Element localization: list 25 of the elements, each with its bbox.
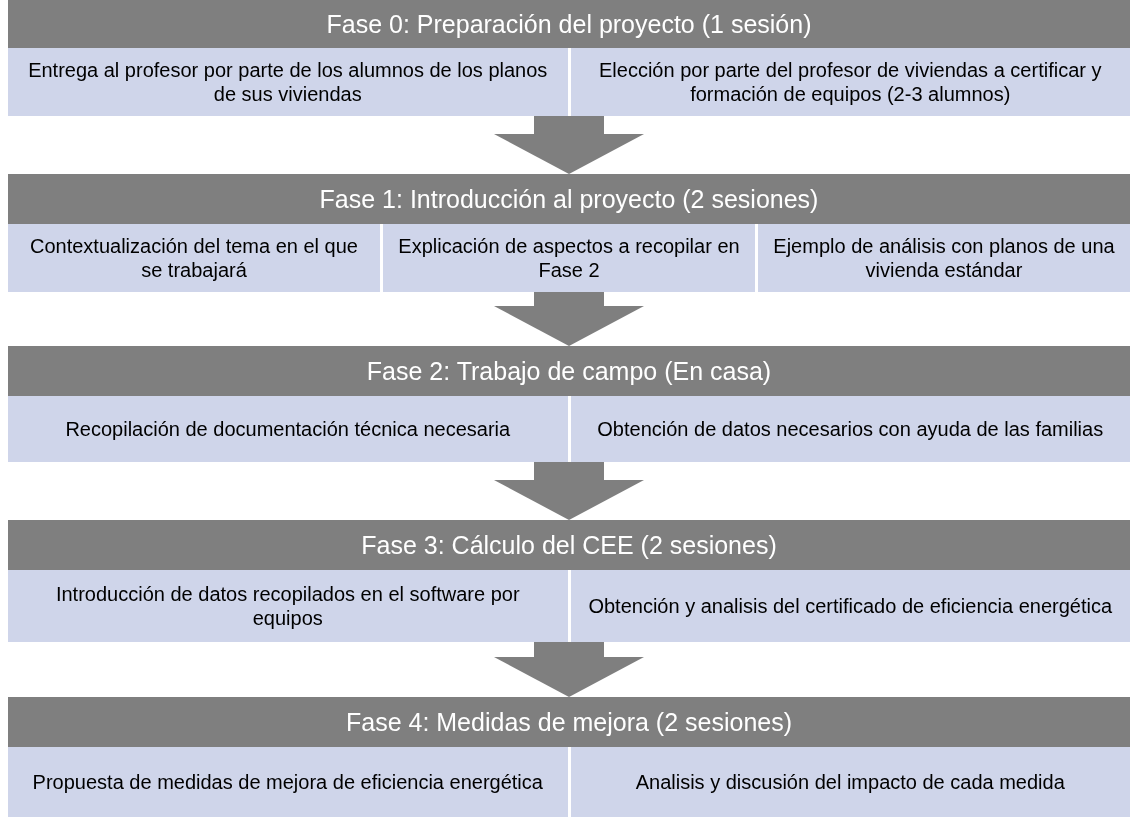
task-box: Explicación de aspectos a recopilar en Fase 2	[380, 224, 755, 292]
task-box: Elección por parte del profesor de viviendas a certificar y formación de equipos (2-3 alumnos)	[567, 48, 1130, 116]
phase-panel	[8, 697, 1130, 817]
task-box: Obtención y analisis del certificado de eficiencia energética	[567, 570, 1130, 642]
task-box: Contextualización del tema en el que se trabajará	[8, 224, 380, 292]
phase-panel	[8, 0, 1130, 116]
block-arrow	[494, 462, 644, 520]
task-box: Propuesta de medidas de mejora de eficiencia energética	[8, 747, 568, 817]
phase-title: Fase 1: Introducción al proyecto (2 sesiones)	[319, 184, 819, 214]
block-arrow	[494, 642, 644, 697]
task-box: Introducción de datos recopilados en el software por equipos	[8, 570, 568, 642]
task-box: Entrega al profesor por parte de los alumnos de los planos de sus viviendas	[8, 48, 568, 116]
phase-panel	[8, 520, 1130, 642]
phase-title: Fase 4: Medidas de mejora (2 sesiones)	[345, 707, 792, 737]
phase-panel	[8, 174, 1130, 292]
phase-title: Fase 3: Cálculo del CEE (2 sesiones)	[361, 530, 777, 560]
block-arrow	[494, 292, 644, 346]
block-arrow	[494, 116, 644, 174]
phase-panel	[8, 346, 1130, 462]
task-box: Obtención de datos necesarios con ayuda de las familias	[567, 396, 1130, 462]
phase-title: Fase 2: Trabajo de campo (En casa)	[366, 356, 772, 386]
phase-title: Fase 0: Preparación del proyecto (1 sesión)	[326, 9, 812, 39]
task-box: Ejemplo de análisis con planos de una vivienda estándar	[755, 224, 1130, 292]
task-box: Recopilación de documentación técnica necesaria	[8, 396, 568, 462]
task-box: Analisis y discusión del impacto de cada medida	[567, 747, 1130, 817]
